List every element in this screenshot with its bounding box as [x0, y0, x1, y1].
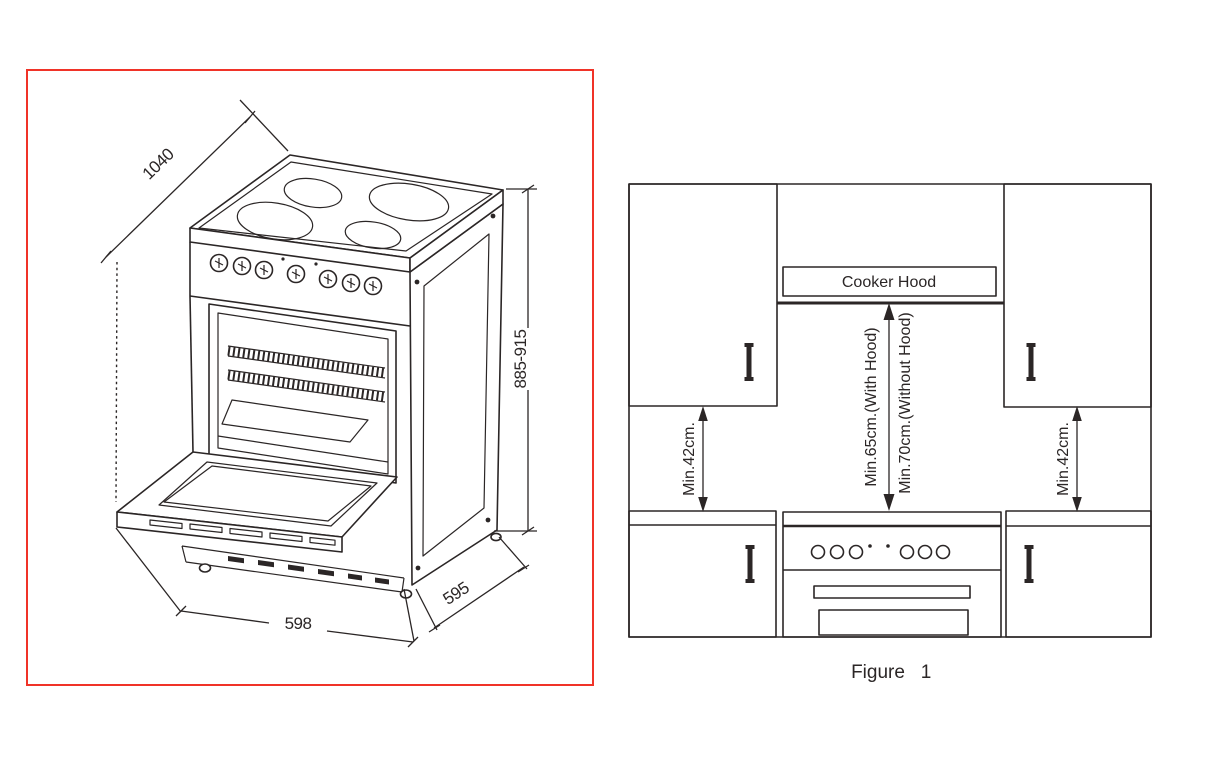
open-oven-door [116, 451, 398, 553]
wall-outline [628, 183, 1152, 638]
indicator-dot [281, 257, 285, 261]
baking-tray [221, 399, 369, 443]
dimension-arrow-center: Min.65cm.(With Hood) Min.70cm.(Without H… [863, 303, 914, 511]
knob-circle [810, 544, 826, 560]
burner-front-left [236, 201, 314, 241]
knob-circle [917, 544, 933, 560]
indicator-dot [886, 544, 890, 548]
figure-caption: Figure 1 [851, 662, 931, 683]
cooktop-surface [189, 154, 504, 273]
control-panel [189, 242, 411, 327]
base-cabinet-left [628, 510, 777, 638]
oven-rack [227, 346, 386, 378]
base-cabinet-right [1005, 510, 1152, 638]
cabinet-handle-icon [1026, 343, 1036, 381]
upper-cabinet-right [1003, 183, 1152, 408]
knob-circle [829, 544, 845, 560]
cooker-base [181, 532, 502, 599]
dimension-diagonal: 1040 [100, 99, 289, 503]
knob-circle [935, 544, 951, 560]
dimension-label-width: 598 [285, 614, 312, 633]
burner-back-right [368, 182, 450, 222]
dimension-label-diagonal: 1040 [139, 145, 178, 184]
adjustable-foot [490, 532, 502, 542]
cabinet-handle-icon [744, 343, 754, 381]
clearance-label-with-hood: Min.65cm.(With Hood) [863, 327, 880, 486]
cooker-hood-label: Cooker Hood [842, 274, 936, 291]
dimension-width: 598 [115, 527, 419, 648]
dimension-height: 885-915 [494, 184, 537, 536]
oven-rack [227, 370, 386, 402]
red-highlight-border [26, 69, 594, 686]
indicator-dot [868, 544, 872, 548]
knob-circle [848, 544, 864, 560]
clearance-label-right: Min.42cm. [1055, 422, 1072, 496]
burner-back-left [283, 177, 343, 209]
oven-cavity [189, 295, 397, 484]
dimension-arrow-left: Min.42cm. [681, 406, 708, 512]
burner-front-right [344, 220, 402, 250]
indicator-dot [314, 262, 318, 266]
cooker-hood-box [782, 266, 997, 297]
dimension-label-depth: 595 [440, 578, 473, 609]
dimension-label-height: 885-915 [511, 330, 530, 389]
adjustable-foot [198, 563, 212, 573]
control-knobs [209, 253, 383, 296]
clearance-label-without-hood: Min.70cm.(Without Hood) [897, 312, 914, 493]
cooker-front-view [782, 511, 1002, 638]
upper-cabinet-left [628, 183, 778, 407]
oven-door-handle [813, 585, 971, 599]
figure-caption-word: Figure [851, 662, 905, 683]
dimension-arrow-right: Min.42cm. [1055, 406, 1082, 512]
clearance-label-left: Min.42cm. [681, 422, 698, 496]
knob-circle [899, 544, 915, 560]
cooker-technical-drawing: 1040 885-915 598 595 [26, 69, 594, 686]
installation-diagram: Cooker Hood [628, 183, 1152, 683]
oven-door-window [818, 609, 969, 636]
figure-caption-number: 1 [921, 662, 932, 683]
